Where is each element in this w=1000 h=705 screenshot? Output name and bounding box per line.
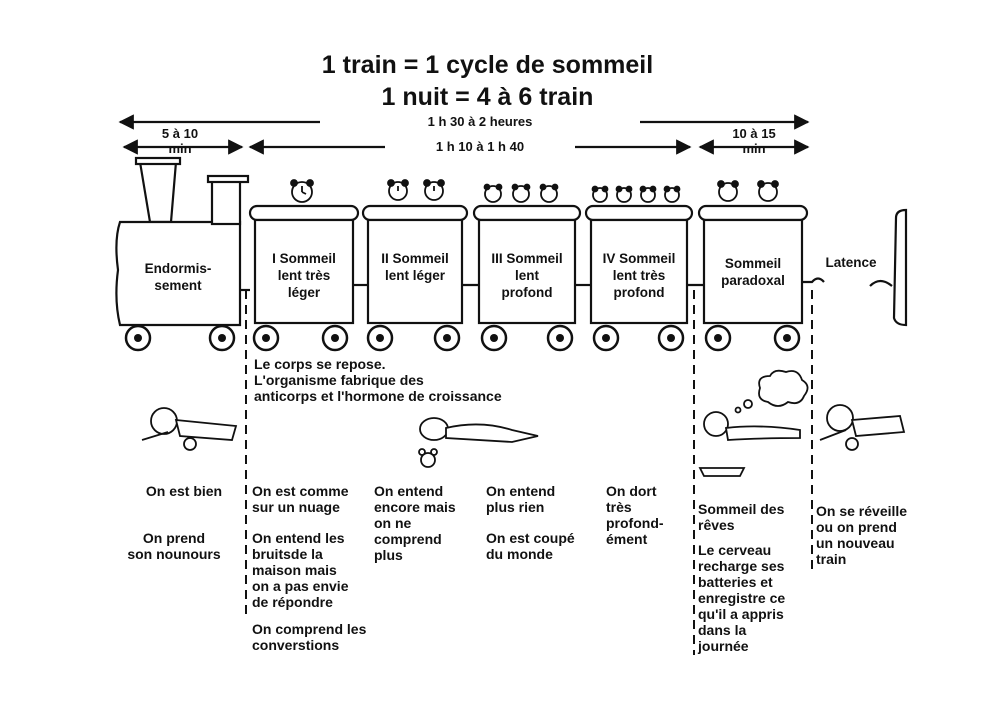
- sleeper-stage2: [418, 417, 539, 468]
- onset-unit: min: [168, 141, 192, 156]
- sleeper-paradoxal: [698, 411, 801, 477]
- stage3-text-1: On entend plus rien: [486, 483, 556, 515]
- onset-duration: 5 à 10: [161, 126, 199, 141]
- locomotive-wheels: [124, 324, 236, 352]
- sleeper-onset: [141, 407, 238, 451]
- stage2-text-1: On entend encore mais on ne comprend plu…: [374, 483, 456, 563]
- locomotive: [115, 156, 250, 327]
- title-line-2: 1 nuit = 4 à 6 train: [381, 83, 594, 111]
- wagon-3-label: III Sommeil lent profond: [491, 251, 563, 300]
- stage1-text-2: On entend les bruitsde la maison mais on…: [252, 530, 349, 610]
- wake-text-1: On se réveille ou on prend un nouveau tr…: [816, 503, 908, 567]
- alarm-clock-icons: [290, 179, 779, 203]
- onset-text-1: On est bien: [145, 483, 223, 499]
- paradoxal-unit: min: [742, 141, 766, 156]
- stage-separators: [245, 290, 813, 655]
- wagon-1-label: I Sommeil lent très léger: [272, 251, 336, 300]
- paradoxal-text-2: Le cerveau recharge ses batteries et enr…: [698, 542, 786, 654]
- sleeping-child-icons: [141, 369, 906, 477]
- paradoxal-text-1: Sommeil des rêves: [698, 501, 785, 533]
- wagon-4-label: IV Sommeil lent très profond: [602, 251, 676, 300]
- stage3-text-2: On est coupé du monde: [486, 530, 575, 562]
- locomotive-label: Endormis- sement: [144, 261, 212, 293]
- wagon-2-label: II Sommeil lent léger: [381, 251, 449, 283]
- sleep-duration: 1 h 10 à 1 h 40: [435, 139, 525, 154]
- stage4-text-1: On dort très profond- ément: [606, 483, 664, 547]
- body-note: Le corps se repose. L'organisme fabrique…: [254, 356, 502, 404]
- onset-text-2: On prend son nounours: [127, 530, 221, 562]
- dream-bubble-icon: [734, 369, 809, 414]
- stage1-text-1: On est comme sur un nuage: [252, 483, 349, 515]
- title-line-1: 1 train = 1 cycle de sommeil: [321, 51, 654, 79]
- stage1-text-3: On comprend les converstions: [252, 621, 367, 653]
- cycle-duration: 1 h 30 à 2 heures: [427, 114, 533, 129]
- sleeper-wake: [819, 404, 906, 451]
- latency-label: Latence: [825, 255, 877, 270]
- wagon-wheels: [252, 324, 801, 352]
- paradoxal-duration: 10 à 15: [732, 126, 776, 141]
- wagon-5-label: Sommeil paradoxal: [721, 256, 785, 288]
- wagons: [248, 204, 908, 327]
